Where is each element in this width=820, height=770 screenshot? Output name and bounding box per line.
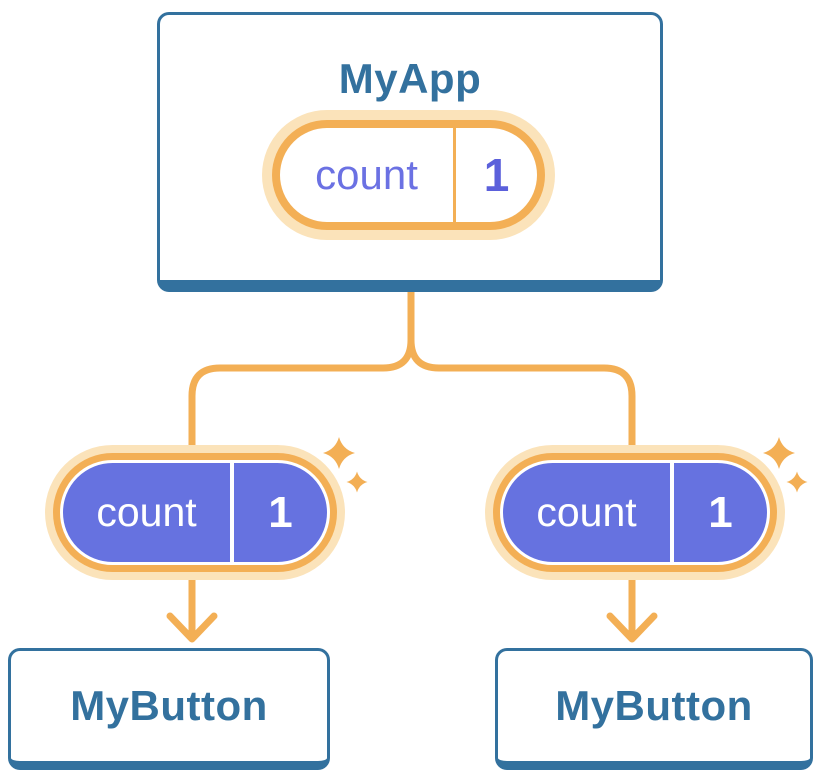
right-child-component-card: MyButton — [495, 648, 813, 770]
sparkle-icon — [763, 437, 808, 493]
prop-label: count — [96, 489, 197, 535]
right-child-component-title: MyButton — [555, 682, 753, 729]
pill-divider — [230, 463, 234, 562]
pill-body: count 1 — [280, 128, 537, 222]
state-value: 1 — [483, 149, 510, 201]
pill-divider — [453, 128, 456, 222]
left-prop-pill: count 1 — [45, 445, 345, 580]
left-child-component-card: MyButton — [8, 648, 330, 770]
arrowhead-right-icon — [606, 612, 658, 643]
pill-body: count 1 — [60, 460, 330, 565]
state-label: count — [315, 151, 418, 198]
connector-parent-to-right-child — [407, 287, 636, 641]
prop-value: 1 — [268, 487, 293, 537]
pill-orange-ring: count 1 — [53, 453, 337, 572]
prop-value: 1 — [708, 487, 733, 537]
pill-orange-ring: count 1 — [493, 453, 777, 572]
sparkle-icon — [323, 437, 368, 493]
pill-orange-ring: count 1 — [272, 120, 545, 230]
pill-body: count 1 — [500, 460, 770, 565]
parent-component-card: MyApp — [157, 12, 663, 292]
arrowhead-left-icon — [166, 612, 218, 643]
left-child-component-title: MyButton — [70, 682, 268, 729]
parent-state-pill: count 1 — [262, 110, 555, 240]
pill-divider — [670, 463, 674, 562]
parent-component-title: MyApp — [338, 55, 482, 102]
right-prop-pill: count 1 — [485, 445, 785, 580]
prop-label: count — [536, 489, 637, 535]
